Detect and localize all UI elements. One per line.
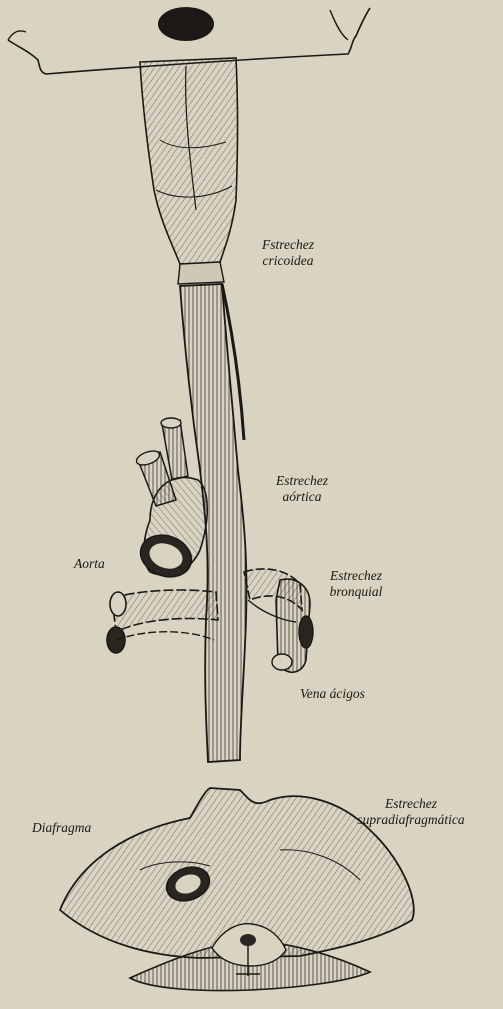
label-azygos-text: Vena ácigos	[300, 686, 365, 701]
label-aorta-text: Aorta	[74, 556, 105, 571]
label-cricoid-narrowing: Fstrechez cricoidea	[238, 237, 338, 269]
label-diaphragm: Diafragma	[32, 820, 91, 836]
pharyngeal-funnel	[140, 58, 238, 264]
label-aortic-narrowing: Estrechez aórtica	[256, 473, 348, 505]
label-cricoid-line2: cricoidea	[263, 253, 314, 268]
bronchus-left	[112, 590, 218, 632]
label-aorta: Aorta	[74, 556, 105, 572]
label-cricoid-line1: Fstrechez	[262, 237, 314, 252]
label-bronchial-narrowing: Estrechez bronquial	[308, 568, 404, 600]
pharynx-section	[158, 7, 214, 41]
label-supradiaphragmatic-narrowing: Estrechez supradiafragmática	[322, 796, 500, 828]
label-supradiaphragmatic-line2: supradiafragmática	[357, 812, 464, 827]
label-aortic-line2: aórtica	[283, 489, 322, 504]
label-bronchial-line2: bronquial	[330, 584, 383, 599]
label-bronchial-line1: Estrechez	[330, 568, 382, 583]
label-aortic-line1: Estrechez	[276, 473, 328, 488]
label-azygos-vein: Vena ácigos	[300, 686, 365, 702]
label-supradiaphragmatic-line1: Estrechez	[385, 796, 437, 811]
label-diaphragm-text: Diafragma	[32, 820, 91, 835]
